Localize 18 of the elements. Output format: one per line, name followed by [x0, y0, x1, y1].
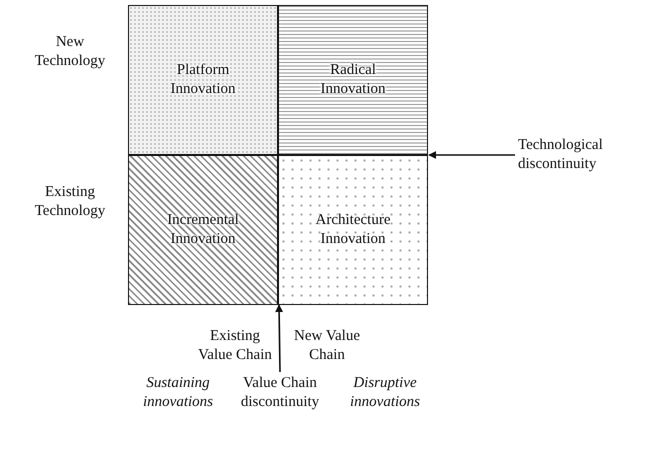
category-note: Disruptive innovations	[349, 374, 421, 412]
category-note: Sustaining innovations	[142, 374, 214, 412]
axis-note: Technological discontinuity	[518, 136, 640, 176]
arrow	[428, 151, 515, 159]
axis-label: New Technology	[34, 33, 106, 71]
axis-label: Existing Technology	[34, 183, 106, 221]
axis-note: Value Chain discontinuity	[226, 374, 334, 414]
matrix-quadrant	[128, 155, 278, 305]
quadrant-label: Architecture Innovation	[314, 211, 392, 249]
axis-label: Existing Value Chain	[197, 327, 273, 365]
quadrant-label: Incremental Innovation	[166, 211, 240, 249]
axis-label: New Value Chain	[293, 327, 361, 365]
matrix-quadrant	[278, 5, 428, 155]
matrix-quadrant	[128, 5, 278, 155]
arrow	[275, 304, 284, 372]
matrix-quadrant	[278, 155, 428, 305]
quadrant-label: Radical Innovation	[320, 61, 386, 99]
quadrant-label: Platform Innovation	[170, 61, 236, 99]
